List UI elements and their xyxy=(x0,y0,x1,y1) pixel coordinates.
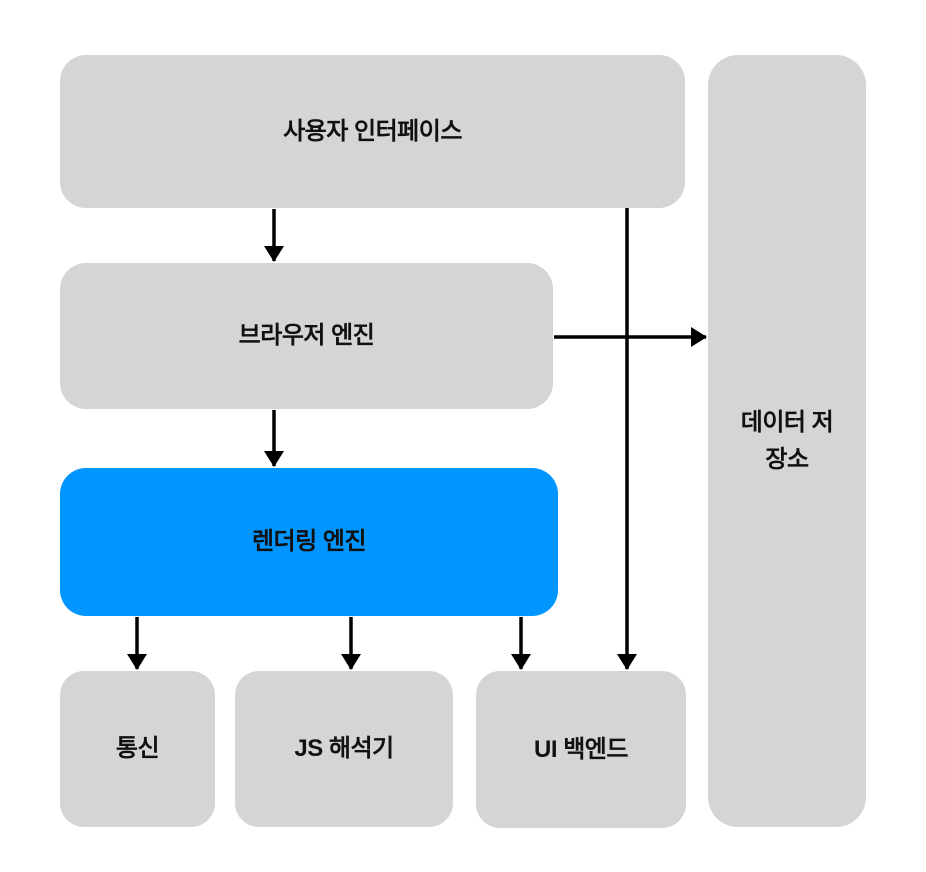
node-label: 브라우저 엔진 xyxy=(238,322,375,350)
node-rendering-engine: 렌더링 엔진 xyxy=(60,468,558,616)
node-label: 데이터 저장소 xyxy=(740,408,834,473)
node-label: 렌더링 엔진 xyxy=(251,528,367,556)
node-data-storage: 데이터 저장소 xyxy=(708,55,866,827)
node-browser-engine: 브라우저 엔진 xyxy=(60,263,553,409)
node-label: JS 해석기 xyxy=(294,735,394,763)
node-label: 사용자 인터페이스 xyxy=(283,117,462,145)
node-user-interface: 사용자 인터페이스 xyxy=(60,55,685,208)
node-ui-backend: UI 백엔드 xyxy=(476,671,686,828)
node-label: UI 백엔드 xyxy=(534,735,628,763)
node-networking: 통신 xyxy=(60,671,215,827)
node-label: 통신 xyxy=(115,735,160,763)
node-js-interpreter: JS 해석기 xyxy=(235,671,453,827)
